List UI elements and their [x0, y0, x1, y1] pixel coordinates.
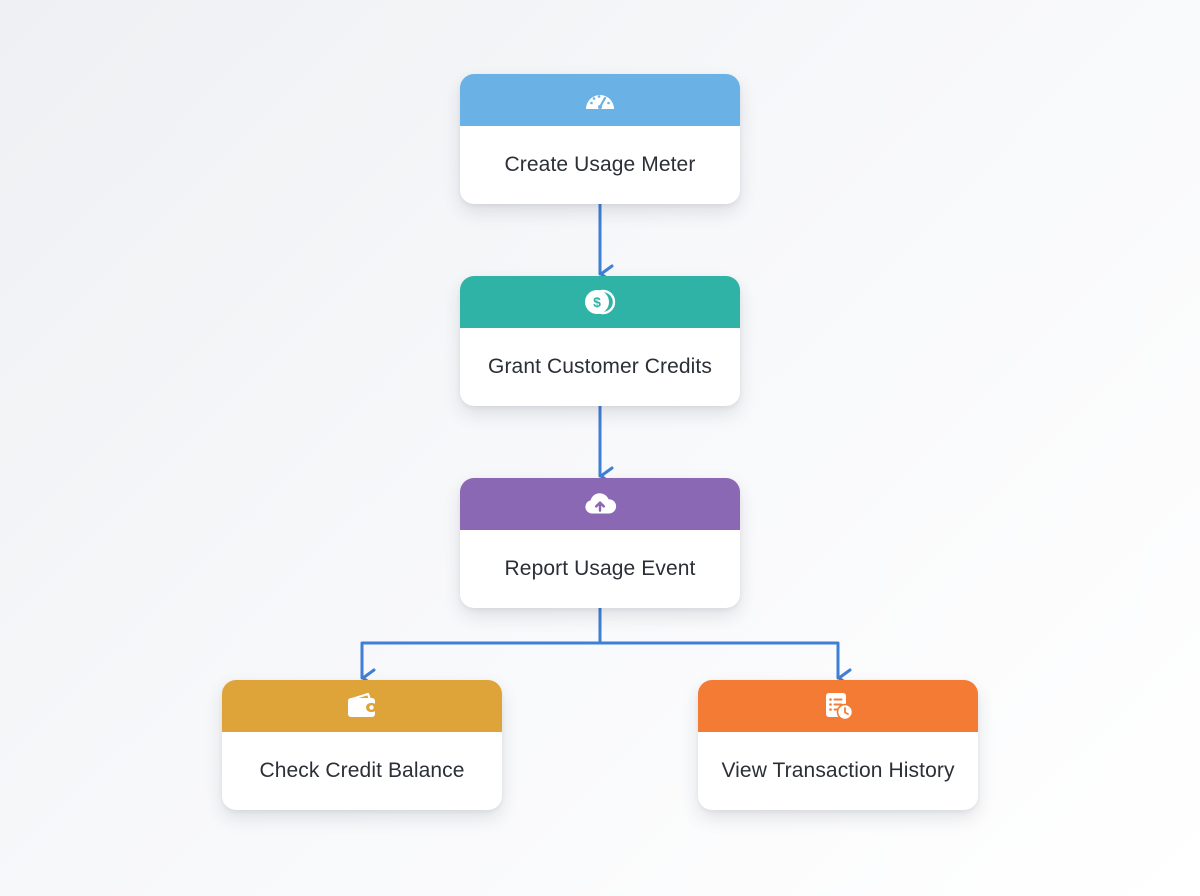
cloud-upload-icon [582, 486, 618, 522]
node-view-transaction-history[interactable]: View Transaction History [698, 680, 978, 810]
node-create-usage-meter[interactable]: Create Usage Meter [460, 74, 740, 204]
node-report-usage-event[interactable]: Report Usage Event [460, 478, 740, 608]
node-header [698, 680, 978, 732]
node-label: Check Credit Balance [259, 759, 465, 782]
gauge-icon [582, 82, 618, 118]
node-grant-customer-credits[interactable]: $ Grant Customer Credits [460, 276, 740, 406]
svg-text:$: $ [593, 294, 601, 310]
node-check-credit-balance[interactable]: Check Credit Balance [222, 680, 502, 810]
node-label: View Transaction History [721, 759, 955, 782]
node-header [460, 74, 740, 126]
document-clock-icon [820, 688, 856, 724]
edge-report-balance [360, 641, 602, 688]
node-label: Grant Customer Credits [488, 355, 712, 378]
node-header [222, 680, 502, 732]
node-header [460, 478, 740, 530]
coins-icon: $ [582, 284, 618, 320]
node-label: Create Usage Meter [504, 153, 696, 176]
edge-report-history [598, 641, 852, 688]
wallet-icon [344, 688, 380, 724]
node-header: $ [460, 276, 740, 328]
node-label: Report Usage Event [504, 557, 696, 580]
